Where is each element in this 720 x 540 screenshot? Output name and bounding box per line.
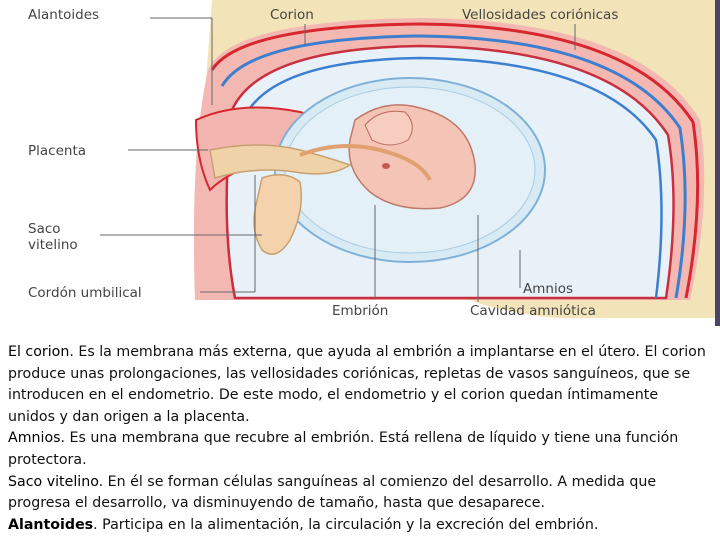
embryo-membranes-diagram: Alantoides Corion Vellosidades coriónica… (28, 0, 720, 326)
description-text: El corion. Es la membrana más externa, q… (8, 342, 708, 536)
term-corion: El corion (8, 344, 70, 360)
term-saco-vitelino: Saco vitelino (8, 473, 99, 490)
label-amnios: Amnios (523, 281, 573, 297)
paragraph-corion: El corion. Es la membrana más externa, q… (8, 342, 708, 428)
right-edge-bar (715, 0, 720, 326)
paragraph-saco-vitelino: Saco vitelino. En él se forman células s… (8, 472, 708, 515)
outer-vein (220, 34, 687, 299)
label-saco-line1: Saco (28, 221, 61, 237)
label-corion: Corion (270, 7, 314, 23)
label-cavidad: Cavidad amniótica (470, 303, 596, 319)
embryo-eye (382, 163, 390, 169)
paragraph-amnios: Amnios. Es una membrana que recubre al e… (8, 428, 708, 471)
text-saco-vitelino: . En él se forman células sanguíneas al … (8, 473, 657, 512)
embryo-head (364, 110, 413, 146)
text-corion: . Es la membrana más externa, que ayuda … (8, 344, 706, 425)
umbilical-cord (209, 144, 352, 179)
paragraph-alantoides: Alantoides. Participa en la alimentación… (8, 515, 708, 537)
label-saco-line2: vitelino (28, 237, 78, 253)
chorion-vein (242, 56, 663, 299)
allantois-stalk (299, 144, 432, 182)
label-embrion: Embrión (332, 303, 388, 319)
text-alantoides: . Participa en la alimentación, la circu… (93, 516, 599, 533)
term-alantoides: Alantoides (8, 516, 94, 533)
label-placenta: Placenta (28, 143, 86, 159)
label-alantoides: Alantoides (28, 7, 99, 23)
term-amnios: Amnios (8, 430, 61, 447)
label-cordon: Cordón umbilical (28, 285, 142, 301)
text-amnios: . Es una membrana que recubre al embrión… (8, 430, 679, 468)
outer-artery (210, 22, 700, 299)
label-vellosidades: Vellosidades coriónicas (462, 7, 618, 23)
